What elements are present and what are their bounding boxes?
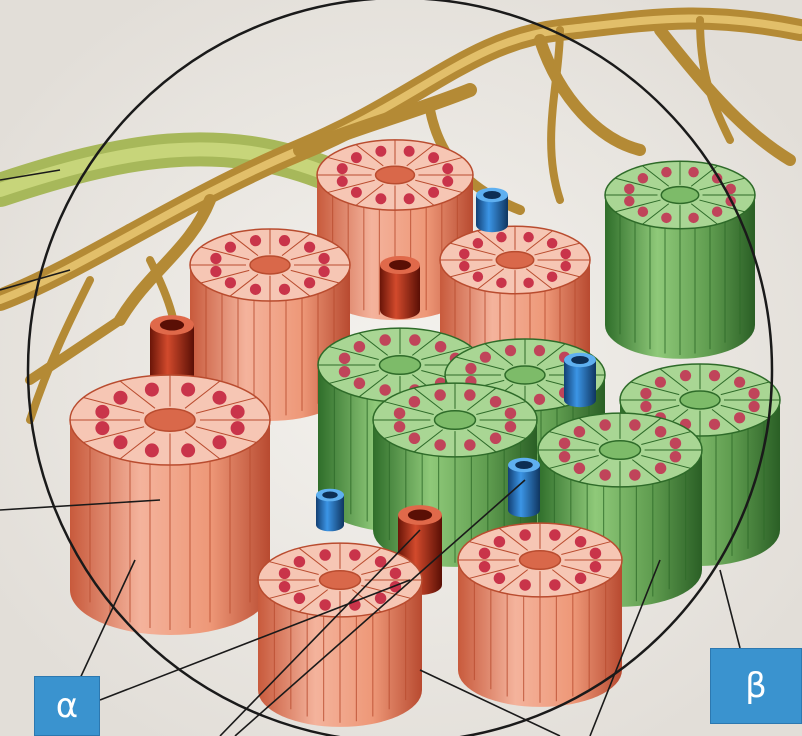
vein-red-upper <box>380 256 420 319</box>
vein-blue-front <box>316 489 344 532</box>
lobule-pink-left-large <box>70 375 270 635</box>
vein-blue-mid <box>564 353 596 407</box>
lobule-pink-bottom-mid <box>258 543 422 727</box>
label-beta: β <box>710 648 802 724</box>
vein-blue-top <box>476 188 508 232</box>
vein-blue-lower <box>508 458 540 517</box>
label-alpha: α <box>34 676 100 736</box>
lobule-pink-bottom-right <box>458 523 622 707</box>
lobule-green-top-right <box>605 161 755 358</box>
